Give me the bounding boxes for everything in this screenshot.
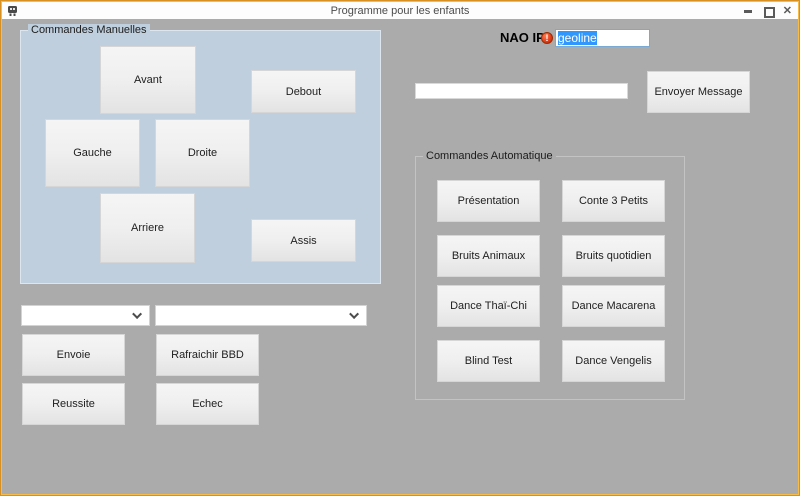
window-title: Programme pour les enfants bbox=[330, 4, 470, 17]
arriere-button[interactable]: Arriere bbox=[100, 193, 195, 263]
robot-icon bbox=[8, 6, 17, 16]
titlebar: Programme pour les enfants ✕ bbox=[2, 2, 798, 19]
reussite-button[interactable]: Reussite bbox=[22, 383, 125, 425]
blind-test-button[interactable]: Blind Test bbox=[437, 340, 540, 382]
automatic-commands-group: Commandes Automatique bbox=[415, 150, 685, 400]
dance-vengelis-button[interactable]: Dance Vengelis bbox=[562, 340, 665, 382]
nao-ip-selected-text: geoline bbox=[558, 31, 597, 45]
echec-button[interactable]: Echec bbox=[156, 383, 259, 425]
bruits-quotidien-button[interactable]: Bruits quotidien bbox=[562, 235, 665, 277]
avant-button[interactable]: Avant bbox=[100, 46, 196, 114]
nao-ip-input[interactable]: geoline bbox=[555, 29, 650, 47]
debout-button[interactable]: Debout bbox=[251, 70, 356, 113]
combo-select-2[interactable] bbox=[155, 305, 367, 326]
maximize-icon[interactable] bbox=[763, 6, 775, 18]
close-icon[interactable]: ✕ bbox=[782, 4, 792, 17]
minimize-icon[interactable] bbox=[743, 6, 753, 16]
rafraichir-bbd-button[interactable]: Rafraichir BBD bbox=[156, 334, 259, 376]
manual-commands-group-label: Commandes Manuelles bbox=[28, 24, 150, 37]
assis-button[interactable]: Assis bbox=[251, 219, 356, 262]
dance-thai-chi-button[interactable]: Dance Thaï-Chi bbox=[437, 285, 540, 327]
nao-ip-label: NAO IP bbox=[500, 30, 545, 45]
presentation-button[interactable]: Présentation bbox=[437, 180, 540, 222]
message-input[interactable] bbox=[415, 83, 628, 99]
envoie-button[interactable]: Envoie bbox=[22, 334, 125, 376]
exclamation-badge-icon bbox=[541, 32, 553, 44]
send-message-button[interactable]: Envoyer Message bbox=[647, 71, 750, 113]
automatic-commands-group-label: Commandes Automatique bbox=[423, 150, 556, 163]
droite-button[interactable]: Droite bbox=[155, 119, 250, 187]
conte-3-petits-button[interactable]: Conte 3 Petits bbox=[562, 180, 665, 222]
chevron-down-icon bbox=[132, 309, 143, 320]
combo-select-1[interactable] bbox=[21, 305, 150, 326]
gauche-button[interactable]: Gauche bbox=[45, 119, 140, 187]
dance-macarena-button[interactable]: Dance Macarena bbox=[562, 285, 665, 327]
chevron-down-icon bbox=[349, 309, 360, 320]
bruits-animaux-button[interactable]: Bruits Animaux bbox=[437, 235, 540, 277]
